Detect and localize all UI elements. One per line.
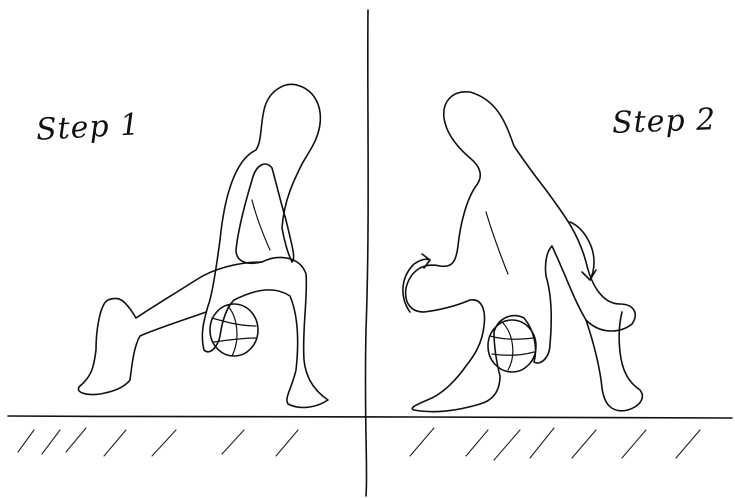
- figure-1-basketball: [210, 304, 258, 356]
- figure-step-2: [403, 92, 642, 412]
- step-1-label: Step 1: [35, 107, 141, 147]
- step-2-label: Step 2: [611, 102, 716, 141]
- figure-1-inner-arm: [252, 200, 270, 250]
- figure-2-inner-arm: [486, 212, 508, 274]
- figure-1-back-leg: [78, 262, 262, 395]
- ground-hatching: [18, 428, 700, 460]
- ground-line: [8, 416, 732, 418]
- figure-1-body: [202, 84, 328, 407]
- figure-2-body: [406, 92, 636, 412]
- panel-divider: [365, 10, 368, 496]
